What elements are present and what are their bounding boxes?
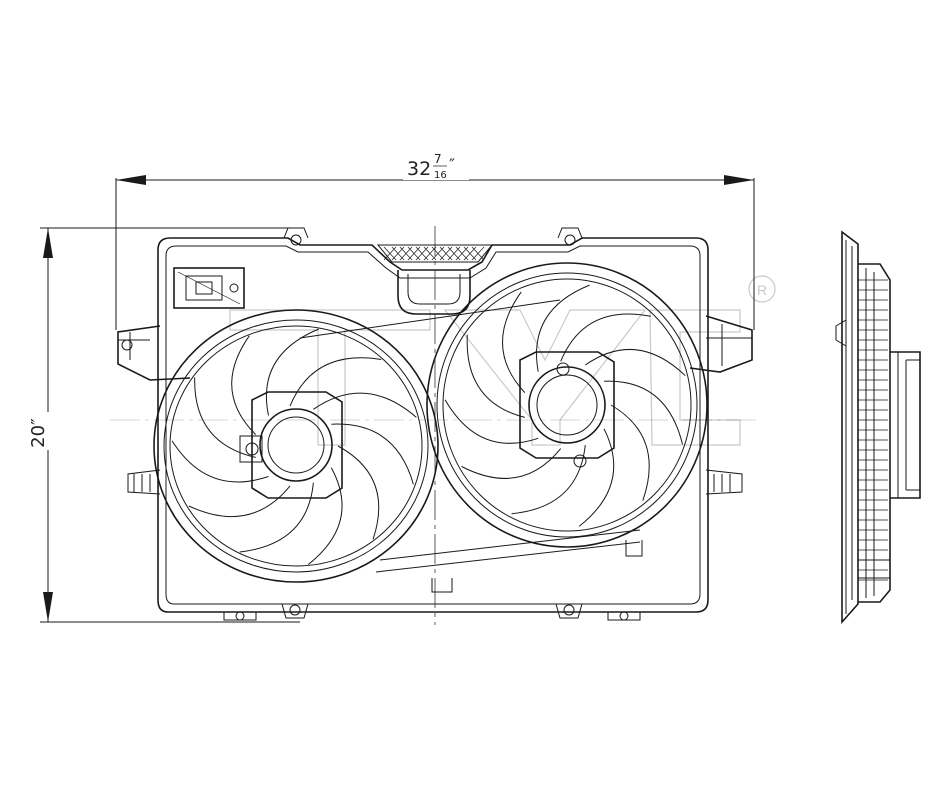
width-label-unit: ″: [449, 155, 455, 174]
height-label: 20″: [28, 418, 49, 448]
fan-blade: [461, 448, 562, 479]
fan-blade: [585, 348, 686, 377]
fan-blade: [610, 404, 650, 501]
fan-blade: [578, 428, 615, 527]
side-view: [835, 230, 921, 625]
fan-blade: [511, 444, 586, 515]
fan-blade: [231, 335, 257, 435]
fan-blade: [188, 485, 291, 517]
fan-blade: [265, 328, 320, 416]
width-label-numerator: 7: [434, 152, 442, 166]
fan-blade: [307, 467, 343, 565]
fan-blade: [560, 313, 651, 362]
fan-blade: [444, 399, 539, 444]
width-label-whole: 32: [407, 158, 431, 180]
fan-shroud-frame: [117, 227, 753, 621]
fan-blade: [239, 482, 314, 553]
fan-blade: [536, 284, 590, 372]
fan-blade: [171, 440, 269, 483]
fan-blade: [331, 423, 414, 485]
fan-blade: [337, 445, 380, 540]
watermark-logo: R: [229, 275, 776, 446]
fan-blade: [289, 357, 382, 407]
fan-blade: [466, 334, 525, 418]
width-label-denominator: 16: [434, 170, 447, 181]
left-fan: [153, 309, 439, 583]
registered-mark: R: [757, 282, 767, 298]
fan-blade: [194, 377, 256, 458]
width-dimension: 32 7 16 ″: [115, 150, 755, 330]
fan-blade: [603, 380, 683, 445]
fan-blade: [502, 291, 526, 393]
height-dimension: 20″: [28, 227, 300, 623]
fan-blade: [313, 392, 417, 418]
right-fan: [426, 262, 708, 548]
